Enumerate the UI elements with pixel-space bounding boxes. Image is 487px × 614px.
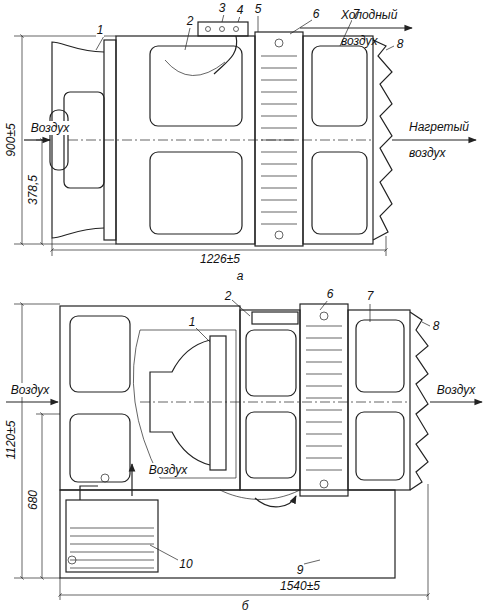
callout-number: 6	[326, 287, 335, 301]
inlet-bell-1	[150, 340, 210, 465]
view-a	[14, 14, 476, 256]
view-label: а	[236, 269, 245, 283]
window	[356, 412, 404, 480]
window	[312, 46, 367, 126]
cable-4	[214, 36, 237, 74]
cutaway	[220, 490, 300, 499]
window	[246, 330, 296, 396]
window	[356, 320, 404, 392]
window	[70, 414, 130, 482]
view-b	[6, 300, 482, 600]
dimension-label: 1120±5	[4, 419, 18, 460]
air-label: Воздух	[148, 463, 188, 477]
heater-6	[255, 32, 303, 246]
air-label: Холодный воздух	[340, 2, 404, 54]
dimension-label: 1226±5	[199, 252, 241, 266]
callout-number: 6	[312, 7, 321, 21]
window	[70, 316, 130, 392]
callout-number: 7	[366, 289, 375, 303]
flange	[210, 336, 226, 470]
heater-6	[300, 304, 348, 496]
window	[246, 412, 296, 478]
terminal-box	[252, 312, 298, 324]
callout-number: 8	[396, 37, 405, 51]
callout-number: 1	[188, 315, 197, 329]
air-label: Воздух	[10, 383, 50, 397]
air-label: Нагретый воздух	[408, 114, 472, 166]
callout-number: 1	[96, 23, 105, 37]
callout-number: 2	[224, 289, 233, 303]
outlet-louvers-8	[373, 40, 392, 240]
outlet-louvers-8	[410, 312, 428, 490]
callout-number: 3	[218, 1, 227, 15]
window	[150, 46, 242, 126]
housing-7	[348, 310, 410, 490]
window	[312, 152, 367, 234]
inlet-housing	[60, 306, 240, 490]
callout-number: 2	[186, 14, 195, 28]
view-label: б	[241, 599, 250, 613]
cutaway	[133, 330, 236, 478]
callout-number: 4	[236, 3, 245, 17]
water-tank-10	[66, 500, 158, 572]
window	[150, 152, 242, 234]
callout-number: 9	[296, 563, 305, 577]
callout-number: 5	[254, 2, 263, 16]
pipe	[80, 486, 98, 500]
cutaway	[165, 60, 225, 76]
air-label: Воздух	[436, 383, 476, 397]
inlet-nose	[50, 110, 68, 170]
housing-2	[240, 310, 300, 490]
dimension-label: 1540±5	[279, 579, 321, 593]
dimension-label: 378,5	[26, 174, 40, 206]
terminal-box-3	[198, 22, 248, 36]
air-label: Воздух	[30, 121, 70, 135]
base-tank-9	[60, 490, 395, 578]
heater-slats	[306, 326, 342, 470]
callout-number: 10	[178, 557, 193, 571]
water-lines	[70, 528, 154, 568]
callout-number: 8	[432, 319, 441, 333]
dimension-label: 680	[26, 489, 40, 511]
dimension-label: 900±5	[4, 122, 18, 157]
